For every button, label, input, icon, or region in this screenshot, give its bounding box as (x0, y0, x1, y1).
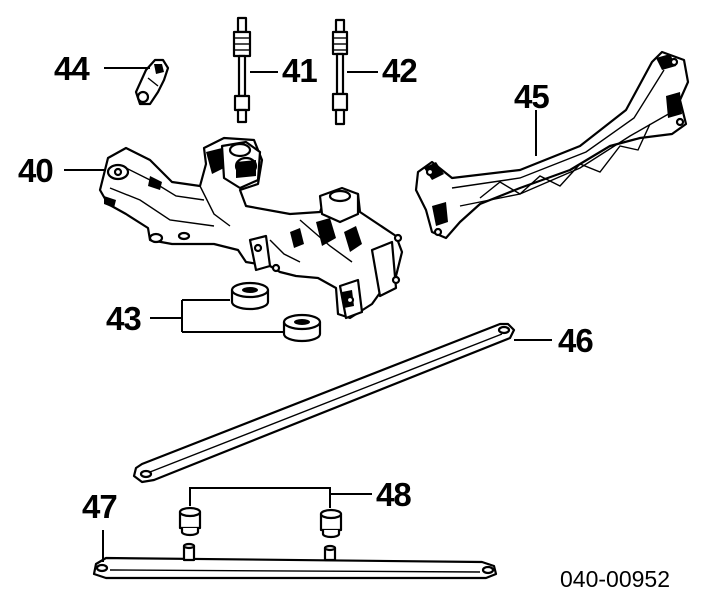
bracket-part-44 (134, 58, 170, 106)
stud-cap-part-48-left (178, 506, 202, 537)
subframe-part-40 (98, 136, 404, 320)
callout-44: 44 (54, 50, 90, 87)
callout-40: 40 (18, 152, 54, 189)
callout-48: 48 (376, 476, 412, 513)
callout-41: 41 (282, 52, 318, 89)
leader-48 (189, 487, 372, 508)
callout-43: 43 (106, 300, 142, 337)
bushing-part-43-lower (282, 313, 322, 343)
brace-bar-part-46 (132, 322, 516, 484)
rear-crossmember-part-45 (414, 50, 690, 240)
stud-bolt-part-42 (331, 18, 349, 126)
bushing-part-43-upper (230, 281, 270, 311)
brace-bar-part-47 (92, 542, 498, 580)
stud-bolt-part-41 (232, 16, 252, 124)
callout-42: 42 (382, 52, 418, 89)
callout-46: 46 (558, 322, 594, 359)
callout-47: 47 (82, 488, 118, 525)
figure-code: 040-00952 (560, 566, 670, 592)
callout-45: 45 (514, 78, 550, 115)
leader-43 (150, 299, 284, 333)
stud-cap-part-48-right (319, 508, 343, 539)
